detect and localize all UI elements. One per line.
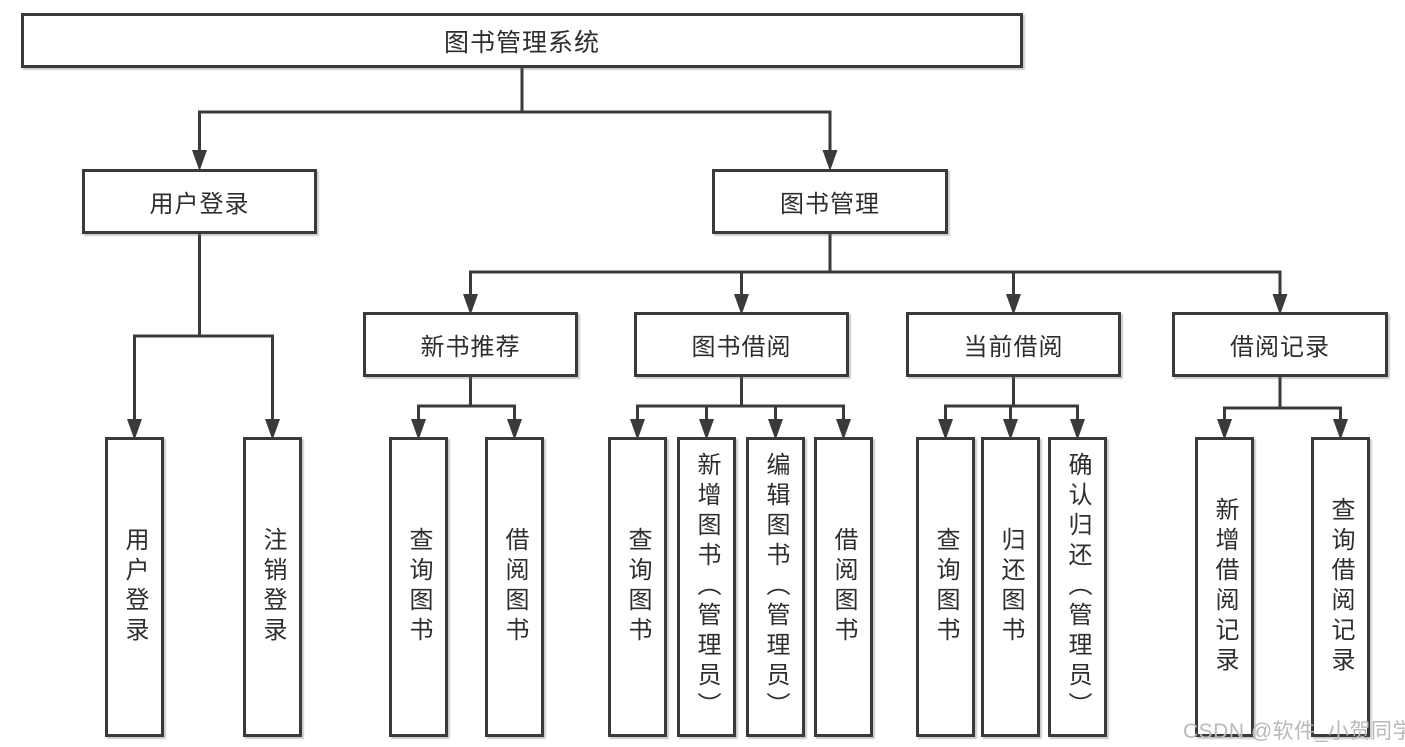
node-label: 用户登录 xyxy=(149,191,250,218)
leaf-query-books-current: 查询图书 xyxy=(916,437,975,737)
node-label: 注销登录 xyxy=(259,527,286,647)
node-label: 查询图书 xyxy=(405,527,432,647)
node-current-borrowing: 当前借阅 xyxy=(906,312,1121,377)
leaf-query-books-borrowing: 查询图书 xyxy=(608,437,667,737)
connector-borrowing-records-to-leaves xyxy=(1217,375,1348,440)
node-label: 图书管理 xyxy=(780,191,880,218)
connector-book-borrowing-to-leaves xyxy=(630,375,851,440)
node-label: 编辑图书（管理员） xyxy=(762,452,789,722)
leaf-add-borrow-record: 新增借阅记录 xyxy=(1195,437,1254,737)
node-borrowing-records: 借阅记录 xyxy=(1172,312,1388,377)
node-label: 归还图书 xyxy=(997,527,1024,647)
node-label: 用户登录 xyxy=(121,527,148,647)
node-label: 新增借阅记录 xyxy=(1211,497,1238,677)
connector-new-book-recommend-to-leaves xyxy=(411,375,522,440)
connector-root-to-level2 xyxy=(192,66,838,171)
node-book-borrowing: 图书借阅 xyxy=(634,312,849,377)
connector-user-login-to-leaves xyxy=(127,232,280,440)
node-new-book-recommend: 新书推荐 xyxy=(363,312,578,377)
node-label: 新书推荐 xyxy=(420,334,521,361)
node-label: 查询图书 xyxy=(624,527,651,647)
node-library-management-system: 图书管理系统 xyxy=(21,13,1023,68)
node-user-login: 用户登录 xyxy=(82,169,317,234)
leaf-edit-books-admin: 编辑图书（管理员） xyxy=(746,437,805,737)
node-label: 查询图书 xyxy=(932,527,959,647)
connector-book-management-to-level3 xyxy=(463,232,1288,315)
node-label: 图书借阅 xyxy=(691,334,792,361)
node-label: 图书管理系统 xyxy=(443,28,600,57)
leaf-logout: 注销登录 xyxy=(243,437,302,737)
leaf-borrow-books-borrowing: 借阅图书 xyxy=(814,437,873,737)
leaf-return-books: 归还图书 xyxy=(981,437,1040,737)
leaf-add-books-admin: 新增图书（管理员） xyxy=(677,437,736,737)
node-label: 新增图书（管理员） xyxy=(693,452,720,722)
leaf-query-borrow-record: 查询借阅记录 xyxy=(1311,437,1370,737)
csdn-watermark: CSDN @软件_小贺同学 xyxy=(1183,720,1405,743)
node-label: 确认归还（管理员） xyxy=(1064,452,1091,722)
leaf-borrow-books-recommend: 借阅图书 xyxy=(485,437,544,737)
leaf-user-login: 用户登录 xyxy=(105,437,164,737)
node-label: 借阅记录 xyxy=(1230,334,1330,361)
leaf-query-books-recommend: 查询图书 xyxy=(389,437,448,737)
node-label: 借阅图书 xyxy=(501,527,528,647)
connector-current-borrowing-to-leaves xyxy=(938,375,1085,440)
leaf-confirm-return-admin: 确认归还（管理员） xyxy=(1048,437,1107,737)
node-label: 借阅图书 xyxy=(830,527,857,647)
node-book-management: 图书管理 xyxy=(712,169,948,234)
node-label: 当前借阅 xyxy=(963,334,1064,361)
node-label: 查询借阅记录 xyxy=(1327,497,1354,677)
